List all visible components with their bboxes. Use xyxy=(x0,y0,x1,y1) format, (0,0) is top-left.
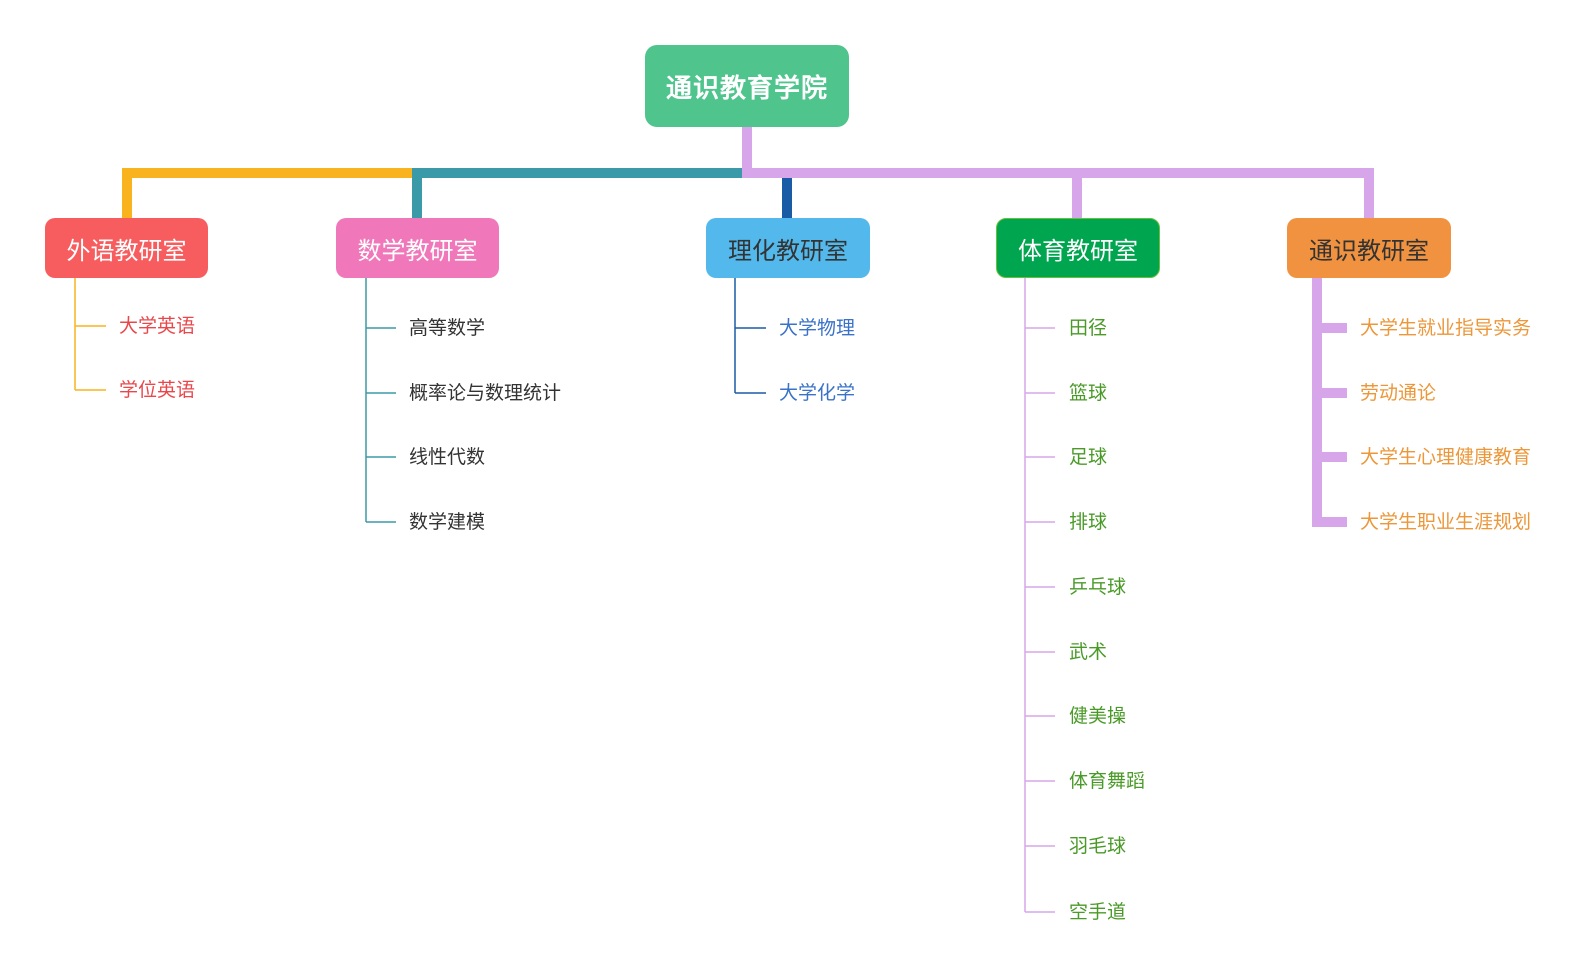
dept-node-physchem[interactable]: 理化教研室 xyxy=(706,218,870,278)
dept-node-pe[interactable]: 体育教研室 xyxy=(996,218,1160,278)
course-node[interactable]: 乒乓球 xyxy=(1069,576,1127,598)
course-node[interactable]: 篮球 xyxy=(1069,382,1108,404)
course-node[interactable]: 羽毛球 xyxy=(1069,835,1127,857)
course-node[interactable]: 劳动通论 xyxy=(1360,382,1437,404)
course-node[interactable]: 健美操 xyxy=(1069,705,1127,727)
root-node[interactable]: 通识教育学院 xyxy=(645,45,849,127)
course-node[interactable]: 高等数学 xyxy=(409,317,486,339)
course-node[interactable]: 排球 xyxy=(1069,511,1108,533)
dept-node-foreign-lang[interactable]: 外语教研室 xyxy=(45,218,208,278)
branches-general xyxy=(1312,278,1347,527)
course-node[interactable]: 大学生心理健康教育 xyxy=(1360,446,1532,468)
branches-math xyxy=(365,278,396,523)
branches-pe xyxy=(1024,278,1055,913)
branches-foreign-lang xyxy=(74,278,106,391)
course-node[interactable]: 学位英语 xyxy=(119,379,196,401)
course-node[interactable]: 足球 xyxy=(1069,446,1108,468)
dept-node-math[interactable]: 数学教研室 xyxy=(336,218,499,278)
course-node[interactable]: 概率论与数理统计 xyxy=(409,382,562,404)
course-node[interactable]: 空手道 xyxy=(1069,901,1127,923)
course-node[interactable]: 大学英语 xyxy=(119,315,196,337)
dept-node-general[interactable]: 通识教研室 xyxy=(1287,218,1451,278)
course-node[interactable]: 田径 xyxy=(1069,317,1108,339)
branches-physchem xyxy=(734,278,766,394)
course-node[interactable]: 线性代数 xyxy=(409,446,486,468)
course-node[interactable]: 大学化学 xyxy=(779,382,856,404)
course-node[interactable]: 大学生职业生涯规划 xyxy=(1360,511,1532,533)
course-node[interactable]: 体育舞蹈 xyxy=(1069,770,1146,792)
course-node[interactable]: 大学生就业指导实务 xyxy=(1360,317,1532,339)
course-node[interactable]: 武术 xyxy=(1069,641,1108,663)
course-node[interactable]: 数学建模 xyxy=(409,511,486,533)
course-node[interactable]: 大学物理 xyxy=(779,317,856,339)
